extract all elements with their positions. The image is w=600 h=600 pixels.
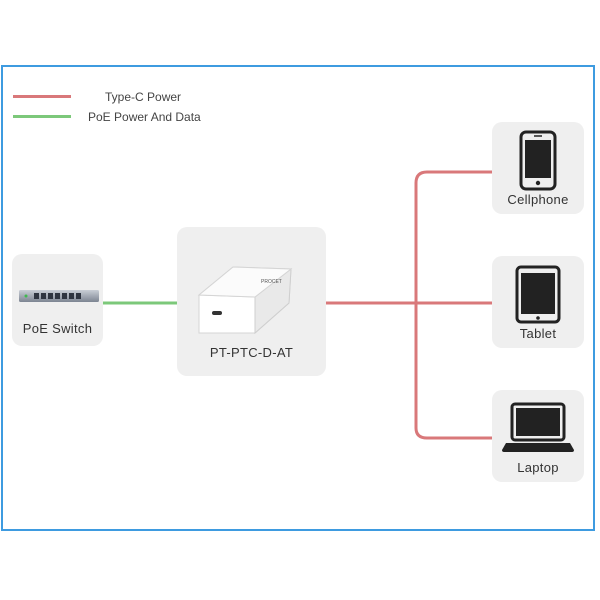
poe-switch-card: PoE Switch	[12, 254, 103, 346]
cellphone-label: Cellphone	[507, 192, 569, 207]
legend-label-poe: PoE Power And Data	[88, 110, 201, 124]
type-c-line-cellphone	[414, 170, 492, 303]
tablet-label: Tablet	[519, 326, 557, 341]
cellphone-card: Cellphone	[492, 122, 584, 214]
adapter-card: PROCET PT-PTC-D-AT	[177, 227, 326, 376]
laptop-card: Laptop	[492, 390, 584, 482]
adapter-brand-logo: PROCET	[261, 279, 282, 285]
legend-line-type-c	[13, 95, 71, 98]
tablet-card: Tablet	[492, 256, 584, 348]
cellphone-icon	[519, 130, 557, 191]
legend-label-type-c: Type-C Power	[105, 90, 182, 104]
tablet-icon	[515, 265, 561, 324]
legend-line-poe	[13, 115, 71, 118]
laptop-label: Laptop	[517, 460, 559, 475]
type-c-line-laptop	[414, 303, 492, 440]
adapter-label: PT-PTC-D-AT	[209, 345, 294, 360]
poe-switch-icon	[19, 290, 99, 302]
laptop-icon	[502, 402, 574, 452]
adapter-device-icon: PROCET	[197, 266, 293, 335]
poe-switch-label: PoE Switch	[22, 321, 93, 336]
